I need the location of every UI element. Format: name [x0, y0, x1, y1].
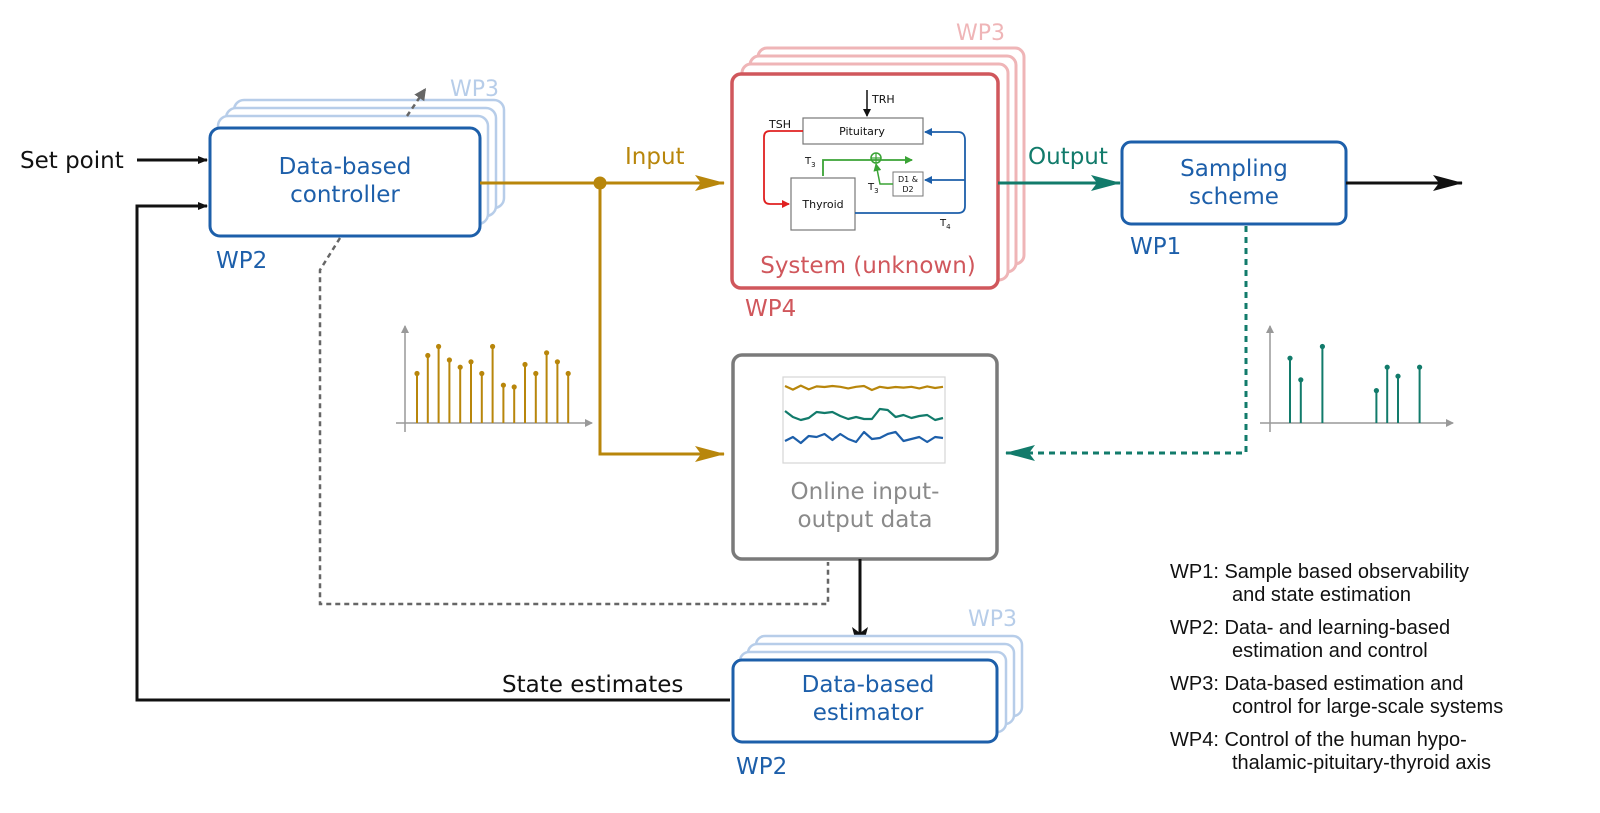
estimator-stack-wp-label: WP3 [968, 607, 1017, 632]
deiodinase-label-line2: D2 [902, 185, 913, 194]
t4-label: T4 [939, 218, 951, 231]
output-stem-point [1298, 377, 1304, 383]
t3-arrow [822, 156, 913, 176]
input-stem-point [522, 361, 528, 368]
input-label: Input [625, 144, 685, 170]
estimator-label-line2: estimator [813, 700, 924, 726]
controller-block: Data-based controller WP2 WP3 [208, 77, 506, 274]
sampling-label-line2: scheme [1189, 184, 1279, 210]
legend-item-line1: WP4: Control of the human hypo- [1170, 729, 1467, 751]
input-stem-point [414, 370, 420, 377]
legend-item-line2: and state estimation [1232, 584, 1411, 606]
output-stem-point [1417, 364, 1423, 370]
pituitary-box [802, 117, 924, 145]
state-estimates-feedback-line [135, 202, 730, 702]
controller-label-line1: Data-based [279, 154, 412, 180]
output-stem-point [1287, 355, 1293, 361]
data-plot-series-line [784, 384, 944, 392]
input-stem-point [457, 364, 463, 370]
estimator-wp-label: WP2 [736, 754, 787, 780]
output-stem-point [1395, 373, 1401, 379]
input-stem-point [479, 370, 485, 377]
online-data-block: Online input- output data [731, 353, 999, 561]
input-stem-point [533, 370, 539, 377]
sampling-label-line1: Sampling [1180, 156, 1288, 182]
input-stem-point [565, 370, 571, 377]
controller-stack-dashed-arrow [405, 87, 428, 117]
output-stem-point [1384, 364, 1390, 370]
input-stem-point [554, 359, 561, 365]
system-title: System (unknown) [760, 253, 976, 279]
t3-top-label: T3 [804, 156, 816, 169]
samples-to-data-dashed-arrow [1005, 226, 1248, 461]
legend-item-line2: control for large-scale systems [1232, 696, 1503, 718]
estimator-block: Data-based estimator WP2 WP3 [731, 607, 1024, 780]
controller-label-line2: controller [290, 182, 400, 208]
controller-stack-wp-label: WP3 [450, 77, 499, 102]
d1d2-to-sum-arrow [873, 163, 893, 185]
thyroid-box [790, 177, 856, 231]
trh-label: TRH [871, 93, 895, 106]
input-stem-point [500, 382, 506, 388]
output-label: Output [1028, 144, 1108, 170]
legend-item-line1: WP3: Data-based estimation and [1170, 673, 1464, 695]
hpt-axis-schematic: TRH Pituitary Thyroid D1 & D2 TSH T3 T3 … [763, 90, 966, 231]
t4-feedback-arrow [855, 128, 966, 214]
online-data-label-line2: output data [798, 507, 933, 533]
input-stem-point [544, 350, 550, 356]
t3-side-label: T3 [867, 182, 879, 195]
legend-item-line1: WP1: Sample based observability [1170, 561, 1469, 583]
set-point-label: Set point [20, 148, 124, 174]
online-data-label-line1: Online input- [791, 479, 940, 505]
estimator-label-line1: Data-based [802, 672, 935, 698]
state-estimates-label: State estimates [502, 672, 683, 698]
input-stem-point [490, 343, 496, 350]
tsh-label: TSH [768, 118, 791, 131]
output-stem-point [1373, 388, 1379, 394]
input-stem-plot [396, 325, 593, 432]
data-line-plot [784, 384, 944, 445]
pituitary-label: Pituitary [839, 125, 885, 138]
system-wp-label: WP4 [745, 296, 796, 322]
input-stem-point [446, 357, 452, 363]
output-stem-plot [1260, 325, 1454, 432]
tsh-arrow [763, 130, 803, 208]
input-stem-point [511, 384, 517, 390]
legend-item-line2: estimation and control [1232, 640, 1428, 662]
input-to-data-arrow [598, 183, 725, 462]
legend-item-line1: WP2: Data- and learning-based [1170, 617, 1450, 639]
input-stem-point [468, 359, 474, 365]
controller-data-dashed-line [318, 237, 830, 606]
data-plot-series-line [784, 430, 944, 445]
output-stem-point [1319, 343, 1325, 350]
thyroid-label: Thyroid [801, 198, 843, 211]
sampling-block: Sampling scheme WP1 [1120, 140, 1348, 260]
data-plot-series-line [784, 407, 944, 422]
legend-item-line2: thalamic-pituitary-thyroid axis [1232, 752, 1491, 774]
controller-wp-label: WP2 [216, 248, 267, 274]
sampling-wp-label: WP1 [1130, 234, 1181, 260]
deiodinase-label-line1: D1 & [898, 175, 918, 184]
deiodinase-box [892, 171, 924, 197]
input-stem-point [425, 352, 431, 359]
input-stem-point [436, 343, 442, 350]
system-stack-wp-label: WP3 [956, 21, 1005, 46]
